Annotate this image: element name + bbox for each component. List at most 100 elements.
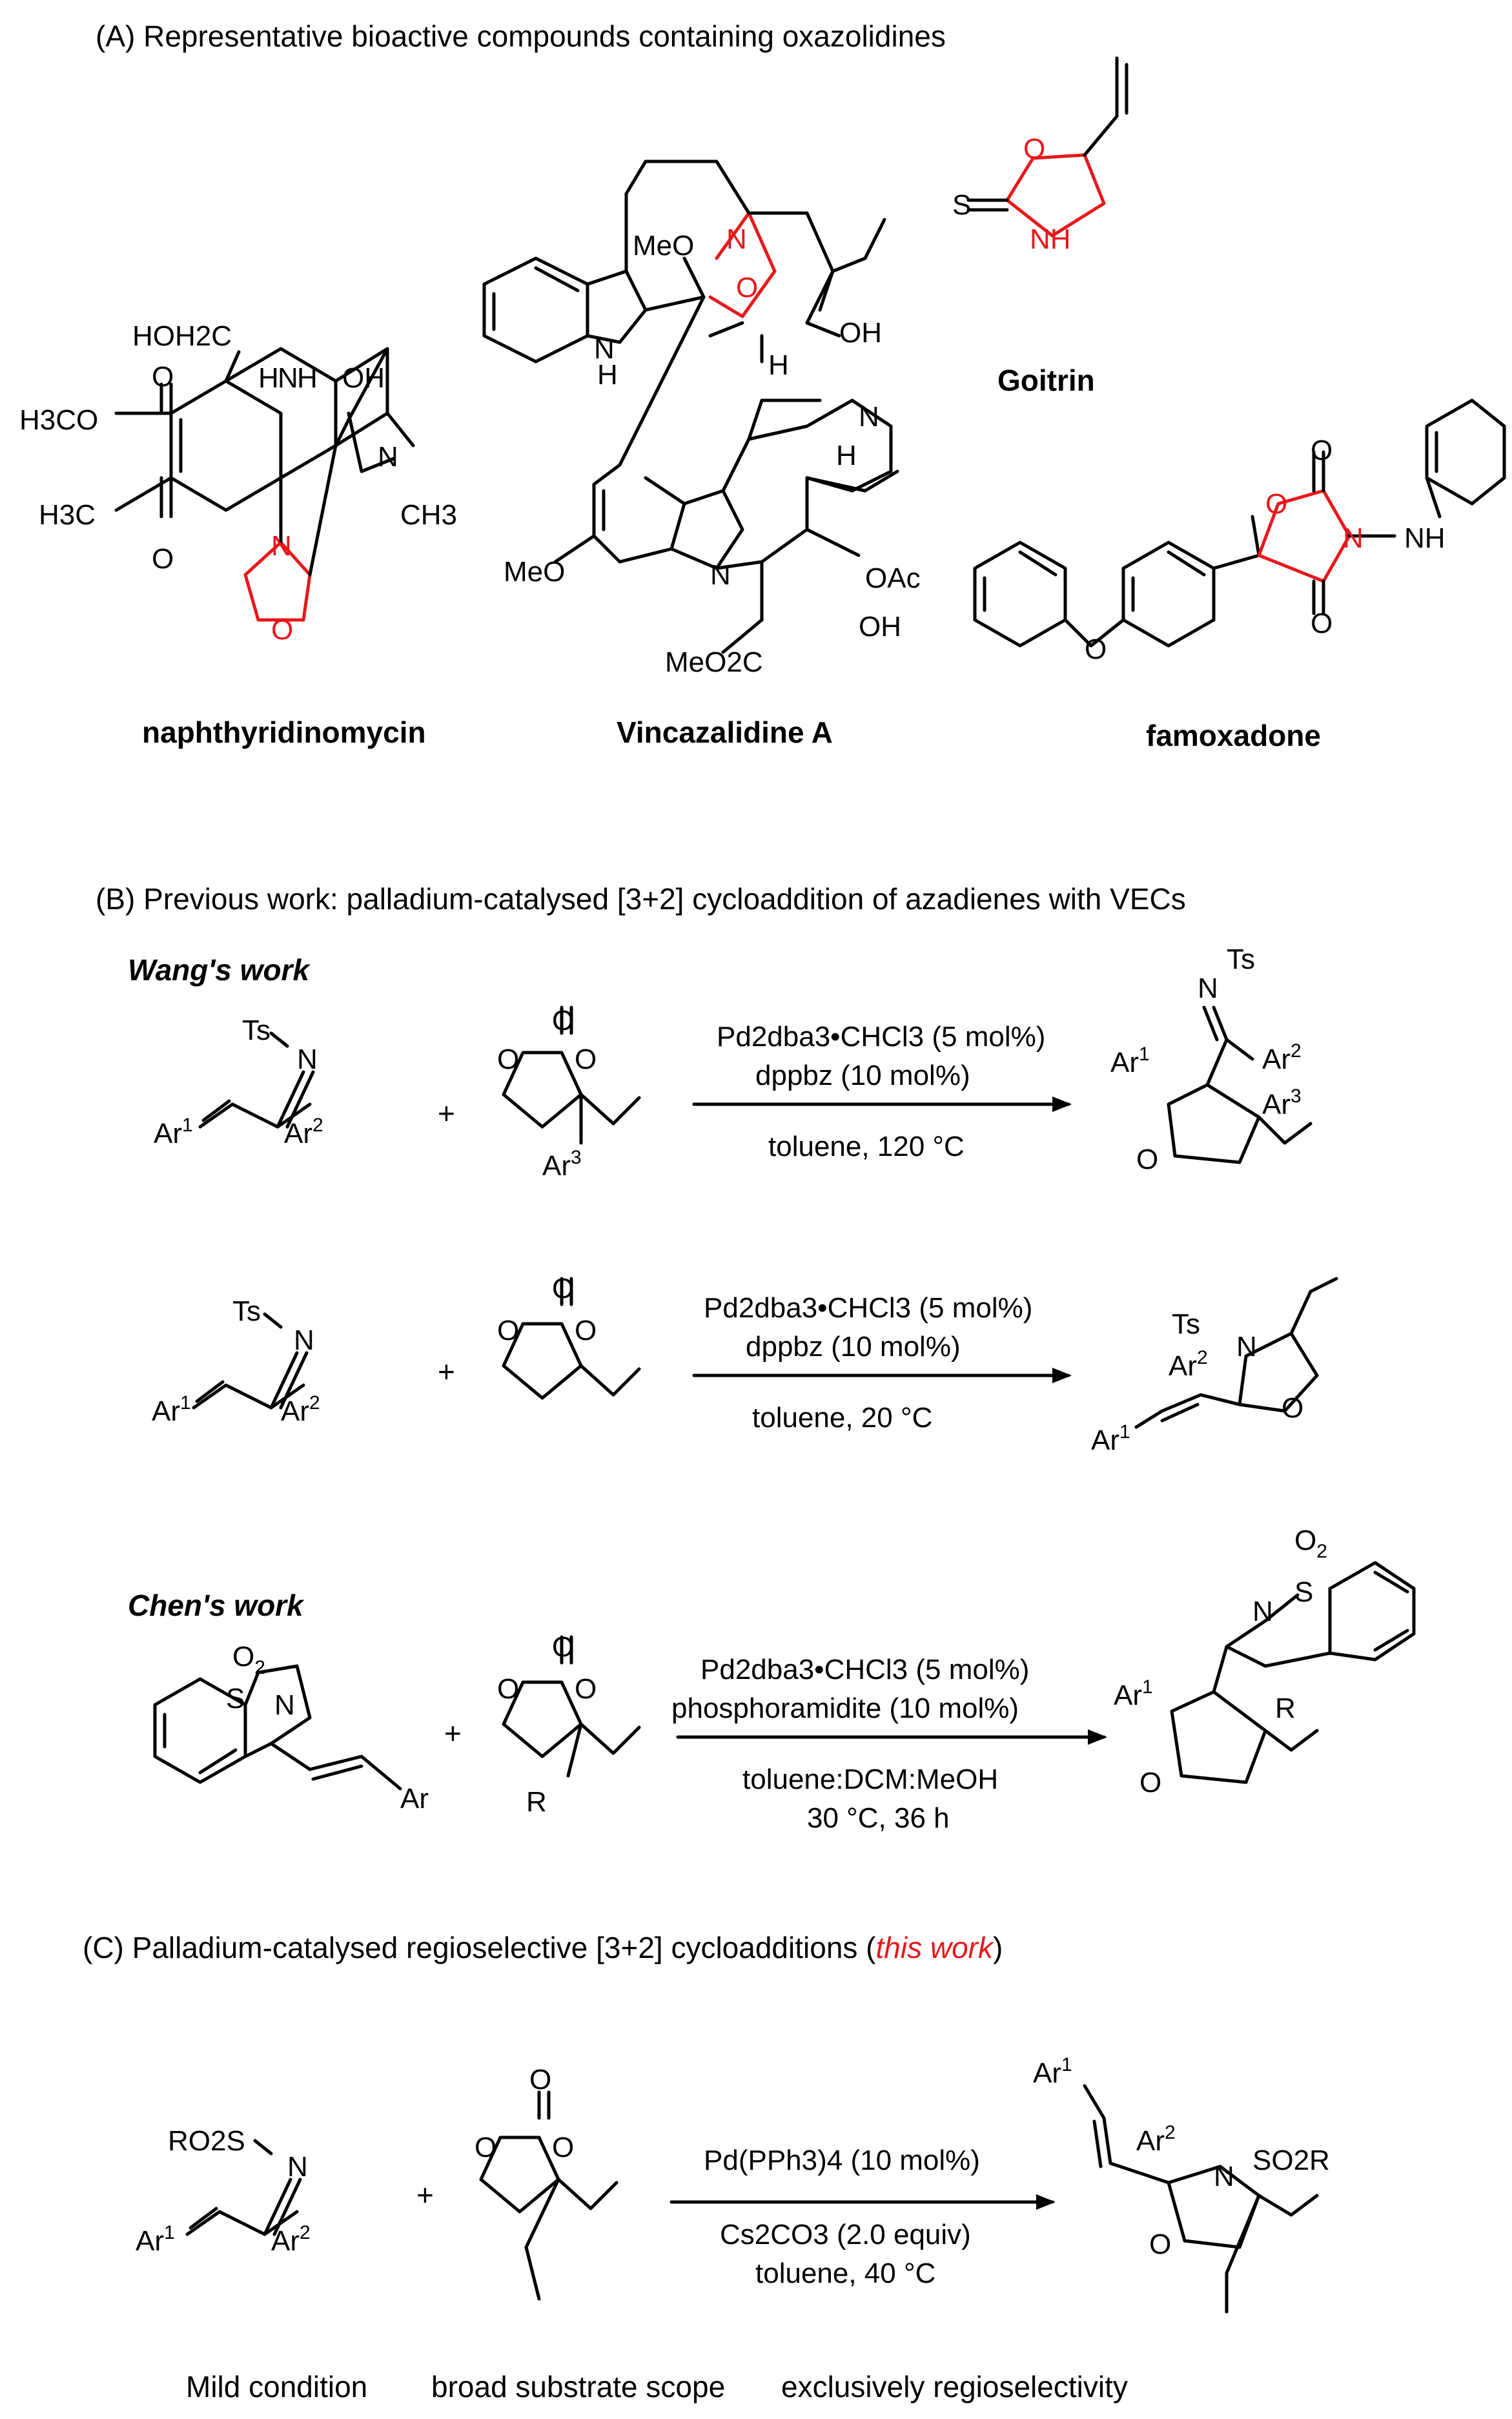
ar2-label: Ar2 xyxy=(284,1115,323,1149)
c-product-ar2-label: Ar2 xyxy=(1136,2122,1176,2157)
reaction-1-azadiene: Ar1 Ar2 N Ts xyxy=(154,1014,323,1149)
ar2-label-2: Ar2 xyxy=(281,1392,320,1427)
feature-regioselectivity: exclusively regioselectivity xyxy=(781,2370,1128,2404)
reaction-1-ligand: dppbz (10 mol%) xyxy=(755,1060,970,1091)
goitrin-s-label: S xyxy=(952,189,971,221)
famox-nh-label: NH xyxy=(1404,522,1446,554)
reaction-1-vinylethylene-carbonate: O O O Ar3 xyxy=(497,1005,641,1182)
section-c-divinylethylene-carbonate: O O O xyxy=(475,2064,618,2301)
product-n-label: N xyxy=(1198,973,1218,1004)
product-3-o-label: O xyxy=(1139,1767,1161,1798)
product-3-n-label: N xyxy=(1252,1596,1273,1627)
plus-sign: + xyxy=(438,1096,455,1130)
ar1-label: Ar1 xyxy=(154,1115,193,1149)
compound-name-famoxadone: famoxadone xyxy=(1146,719,1321,752)
chen-work-heading: Chen's work xyxy=(128,1589,305,1622)
n-label-2: N xyxy=(294,1324,314,1356)
n-label: N xyxy=(297,1044,318,1075)
ring-o-label-2: O xyxy=(575,1044,597,1075)
famoxadone-structure: O O O O N NH xyxy=(973,398,1506,665)
reaction-1-catalyst: Pd2dba3•CHCl3 (5 mol%) xyxy=(717,1021,1045,1053)
meo2c-label: MeO2C xyxy=(665,646,763,678)
naphthyridinomycin-structure: HOH2C H3CO H3C CH3 O O N H H OH N N O xyxy=(19,320,457,646)
reaction-2-vinylethylene-carbonate: O O O xyxy=(497,1273,641,1400)
famox-o-ring: O xyxy=(1265,488,1287,520)
indole-n-label: N xyxy=(594,333,615,365)
n-label-2: N xyxy=(378,441,398,473)
plus-sign-3: + xyxy=(444,1716,462,1750)
quinone-o-bottom: O xyxy=(152,543,174,575)
c-carbonyl-o-label: O xyxy=(529,2064,551,2095)
reaction-2-azadiene: Ar1 Ar2 N Ts xyxy=(152,1295,320,1427)
vinca-n-label-3: N xyxy=(710,559,731,591)
arrow-head-3 xyxy=(1088,1729,1107,1745)
vinca-n-label: N xyxy=(726,223,747,255)
reaction-3-product: O2 S N Ar1 R O xyxy=(1114,1525,1416,1798)
feature-broad-scope: broad substrate scope xyxy=(431,2370,725,2404)
c-product-ar1-label: Ar1 xyxy=(1033,2054,1072,2089)
vinca-oh-label-2: OH xyxy=(859,611,901,643)
ch3-label: CH3 xyxy=(400,499,457,531)
vinca-o-label: O xyxy=(736,272,758,304)
n-label: N xyxy=(278,362,298,394)
goitrin-o-label: O xyxy=(1023,133,1045,165)
section-c-base: Cs2CO3 (2.0 equiv) xyxy=(720,2219,971,2250)
c-ar1-label: Ar1 xyxy=(136,2222,175,2257)
goitrin-nh-label: NH xyxy=(1030,223,1071,255)
reaction-3-ligand: phosphoramidite (10 mol%) xyxy=(671,1693,1019,1724)
vinca-h-label: H xyxy=(768,349,789,381)
product-2-o-label: O xyxy=(1282,1392,1303,1424)
carbonyl-o-label: O xyxy=(552,1005,574,1036)
product-o-label: O xyxy=(1136,1144,1158,1175)
section-b-title: (B) Previous work: palladium-catalysed [… xyxy=(96,882,1186,916)
ar1-label-2: Ar1 xyxy=(152,1392,191,1427)
section-c-arrow-head xyxy=(1036,2194,1056,2210)
compound-name-goitrin: Goitrin xyxy=(997,364,1095,397)
carbonyl-o-label-2: O xyxy=(552,1273,574,1304)
famox-o-carbonyl-top: O xyxy=(1311,435,1333,466)
section-c-product: Ar1 Ar2 N SO2R O xyxy=(1033,2054,1330,2314)
section-c-title-highlight: this work xyxy=(876,1931,994,1964)
ring-o-label-6: O xyxy=(575,1673,597,1705)
h3c-label: H3C xyxy=(39,499,96,531)
reaction-3-benzisothiazole: O2 S N Ar xyxy=(153,1641,429,1815)
section-c-title-suffix: ) xyxy=(993,1931,1003,1964)
ts-label-2: Ts xyxy=(232,1295,261,1327)
product-3-ar1-label: Ar1 xyxy=(1114,1676,1153,1711)
ring-o-label-4: O xyxy=(575,1315,597,1346)
famox-o-carbonyl-bottom: O xyxy=(1311,608,1333,639)
reaction-1-conditions: toluene, 120 °C xyxy=(768,1131,965,1162)
c-product-o-label: O xyxy=(1149,2229,1171,2260)
compound-name-vincazalidine: Vincazalidine A xyxy=(617,715,833,749)
reaction-2-catalyst: Pd2dba3•CHCl3 (5 mol%) xyxy=(704,1292,1032,1324)
ar3-label: Ar3 xyxy=(542,1147,582,1182)
product-3-s-label: S xyxy=(1294,1576,1313,1608)
plus-sign-2: + xyxy=(438,1355,455,1388)
reaction-3-solvent: toluene:DCM:MeOH xyxy=(742,1764,998,1795)
product-2-ts-label: Ts xyxy=(1172,1308,1200,1340)
h-label-2: H xyxy=(297,362,318,394)
quinone-o-top: O xyxy=(152,361,174,393)
oac-label: OAc xyxy=(865,562,921,594)
product-ar2-label: Ar2 xyxy=(1262,1040,1302,1075)
chen-ar-label: Ar xyxy=(400,1783,429,1815)
vinca-oh-label: OH xyxy=(839,317,882,349)
reaction-3-catalyst: Pd2dba3•CHCl3 (5 mol%) xyxy=(700,1654,1029,1685)
chen-r-label: R xyxy=(526,1786,547,1818)
chen-s-label: S xyxy=(226,1683,245,1714)
c-n-label: N xyxy=(287,2151,308,2183)
section-c-catalyst: Pd(PPh3)4 (10 mol%) xyxy=(704,2145,980,2176)
product-ts-label: Ts xyxy=(1227,943,1255,975)
compound-name-naphthyridinomycin: naphthyridinomycin xyxy=(142,715,426,749)
product-2-ar2-label: Ar2 xyxy=(1169,1347,1208,1382)
c-ro2s-label: RO2S xyxy=(168,2125,245,2157)
carbonyl-o-label-3: O xyxy=(552,1631,574,1663)
ts-label: Ts xyxy=(242,1014,271,1046)
ring-o-label: O xyxy=(497,1044,519,1075)
arrow-head-1 xyxy=(1052,1096,1072,1112)
hoh2c-label: HOH2C xyxy=(132,320,232,352)
oh-label: OH xyxy=(342,362,385,394)
vinca-h-label-2: H xyxy=(836,440,857,471)
wang-work-heading: Wang's work xyxy=(128,953,311,987)
famox-n-label: N xyxy=(1343,522,1364,554)
